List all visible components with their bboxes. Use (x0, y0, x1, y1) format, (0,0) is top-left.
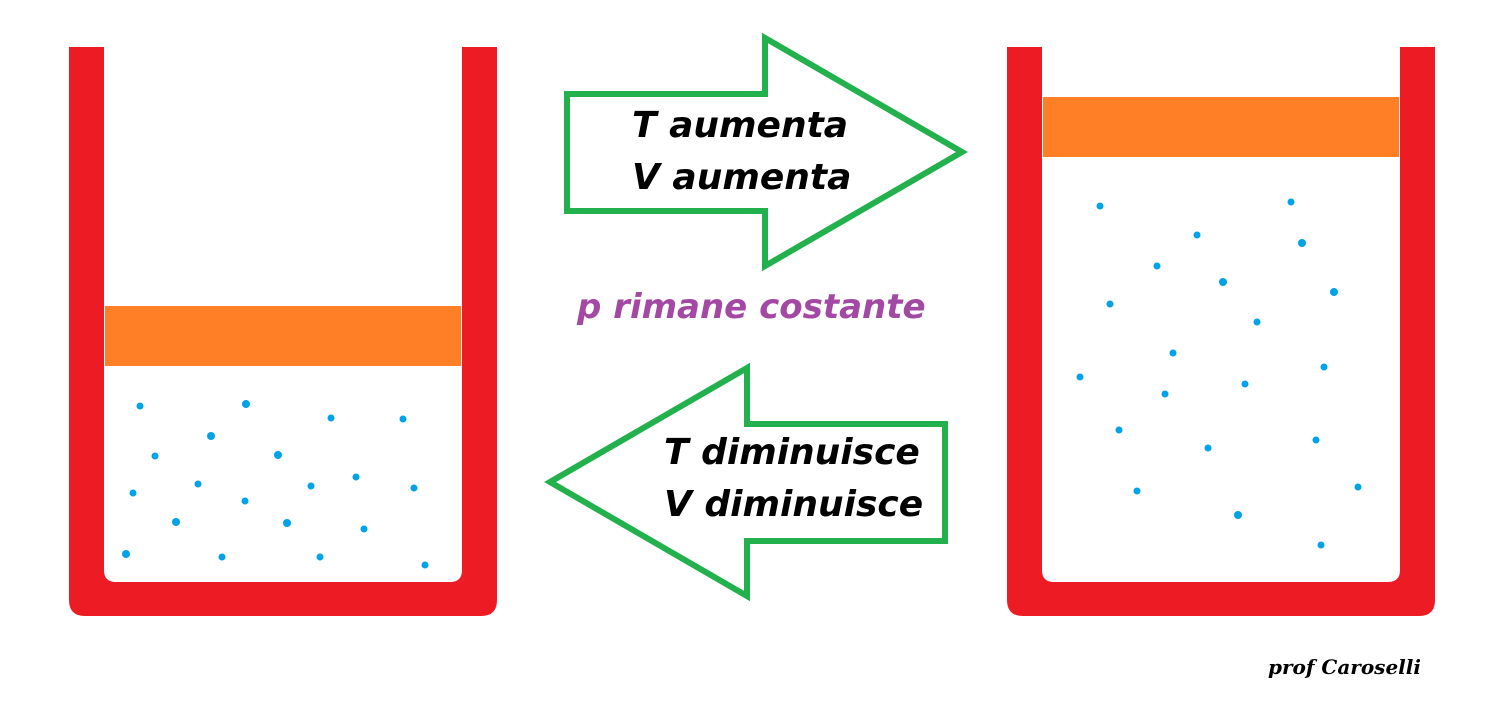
particle (151, 452, 159, 460)
particle (1312, 436, 1320, 444)
particle (1193, 231, 1201, 239)
arrow-right-line1: T aumenta (632, 105, 849, 146)
particle (1133, 487, 1141, 495)
particle (1096, 202, 1104, 210)
particle (194, 480, 202, 488)
particle (242, 400, 250, 408)
particle (1317, 541, 1325, 549)
particle (172, 518, 180, 526)
particle (1298, 239, 1306, 247)
particle (1169, 349, 1177, 357)
particle (352, 473, 360, 481)
arrow-left-line1: T diminuisce (664, 432, 920, 473)
left-cylinder (69, 47, 497, 616)
particle (129, 489, 137, 497)
particle (283, 519, 291, 527)
right-piston (1043, 97, 1399, 157)
particle (1153, 262, 1161, 270)
right-cylinder (1007, 47, 1435, 616)
particle (1161, 390, 1169, 398)
particle (1253, 318, 1261, 326)
particle (1219, 278, 1227, 286)
particle (1287, 198, 1295, 206)
particle (1241, 380, 1249, 388)
left-piston (105, 306, 461, 366)
left-gas-particles (122, 400, 429, 569)
particle (274, 451, 282, 459)
particle (399, 415, 407, 423)
particle (218, 553, 226, 561)
pressure-constant-note: p rimane costante (577, 287, 926, 327)
author-signature: prof Caroselli (1268, 655, 1421, 679)
arrow-right-line2: V aumenta (632, 157, 852, 198)
particle (207, 432, 215, 440)
particle (327, 414, 335, 422)
right-gas-particles (1076, 198, 1362, 549)
particle (1354, 483, 1362, 491)
particle (122, 550, 130, 558)
particle (421, 561, 429, 569)
particle (1330, 288, 1338, 296)
particle (410, 484, 418, 492)
particle (1115, 426, 1123, 434)
particle (1204, 444, 1212, 452)
arrow-right-outline (564, 32, 968, 272)
arrow-left-line2: V diminuisce (664, 484, 924, 525)
particle (1076, 373, 1084, 381)
particle (136, 402, 144, 410)
particle (360, 525, 368, 533)
particle (1106, 300, 1114, 308)
particle (1320, 363, 1328, 371)
arrow-left-outline (544, 362, 948, 602)
particle (307, 482, 315, 490)
particle (316, 553, 324, 561)
particle (241, 497, 249, 505)
particle (1234, 511, 1242, 519)
